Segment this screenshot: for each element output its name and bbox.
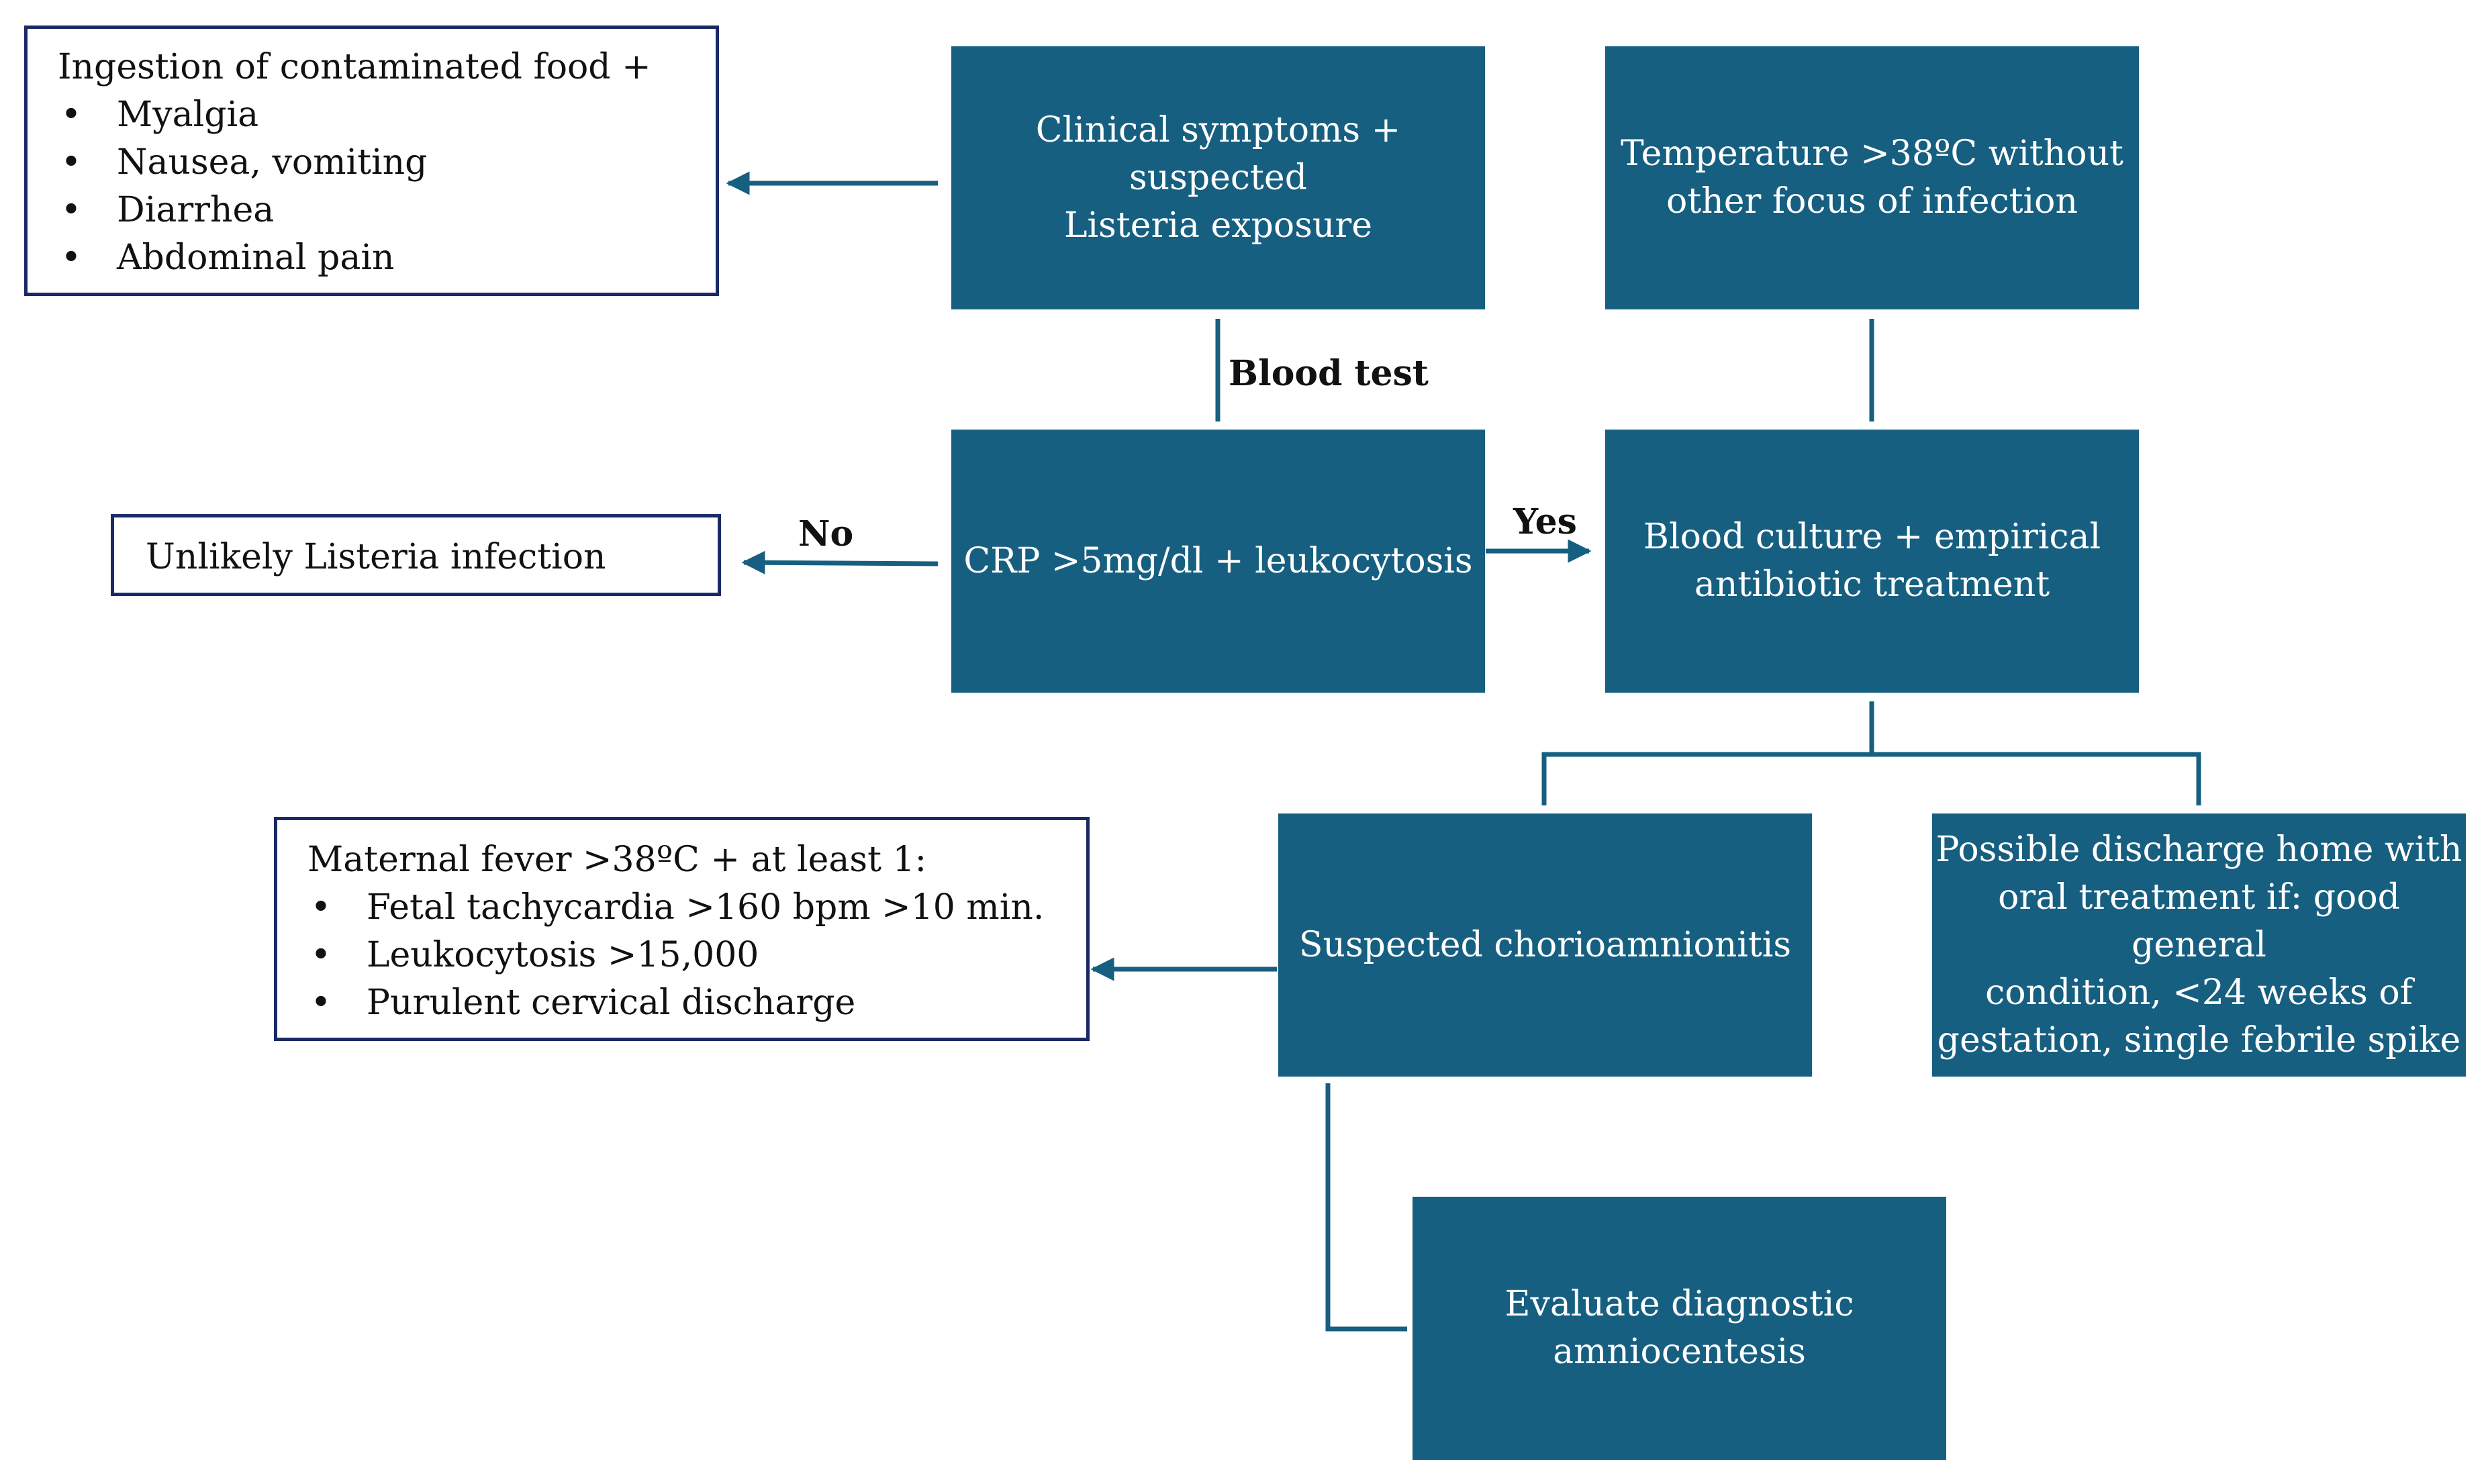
connector-chorio-to-amnio [1325,1083,1407,1332]
node-temperature: Temperature >38ºC without other focus of… [1605,46,2139,309]
connector-blood-culture-branch [1541,701,1874,805]
list-item: •Nausea, vomiting [60,142,428,183]
edge-label-no: No [798,513,854,554]
list-item: •Myalgia [60,95,259,135]
info-maternal-fever: Maternal fever >38ºC + at least 1: •Feta… [274,817,1090,1041]
list-item: •Fetal tachycardia >160 bpm >10 min. [310,887,1045,928]
node-blood-culture: Blood culture + empirical antibiotic tre… [1605,430,2139,693]
list-item: •Leukocytosis >15,000 [310,935,759,975]
edge-label-yes: Yes [1513,501,1577,542]
node-evaluate-amniocentesis: Evaluate diagnostic amniocentesis [1413,1197,1946,1460]
node-clinical-symptoms: Clinical symptoms + suspected Listeria e… [951,46,1485,309]
info-ingestion-heading: Ingestion of contaminated food + [58,47,651,87]
arrow-crp-to-unlikely [741,550,939,575]
info-ingestion-list: •Myalgia •Nausea, vomiting •Diarrhea •Ab… [58,91,716,282]
node-crp-leukocytosis: CRP >5mg/dl + leukocytosis [951,430,1485,693]
info-unlikely-listeria: Unlikely Listeria infection [111,514,721,596]
connector-branch-to-discharge [1872,752,2201,805]
node-suspected-chorioamnionitis: Suspected chorioamnionitis [1278,813,1812,1077]
list-item: •Diarrhea [60,190,275,230]
node-possible-discharge: Possible discharge home with oral treatm… [1932,813,2466,1077]
edge-label-blood-test: Blood test [1229,353,1429,394]
info-maternal-heading: Maternal fever >38ºC + at least 1: [307,840,927,880]
list-item: •Abdominal pain [60,238,395,278]
info-maternal-list: •Fetal tachycardia >160 bpm >10 min. •Le… [307,884,1086,1027]
list-item: •Purulent cervical discharge [310,983,856,1023]
info-ingestion-symptoms: Ingestion of contaminated food + •Myalgi… [24,26,719,296]
